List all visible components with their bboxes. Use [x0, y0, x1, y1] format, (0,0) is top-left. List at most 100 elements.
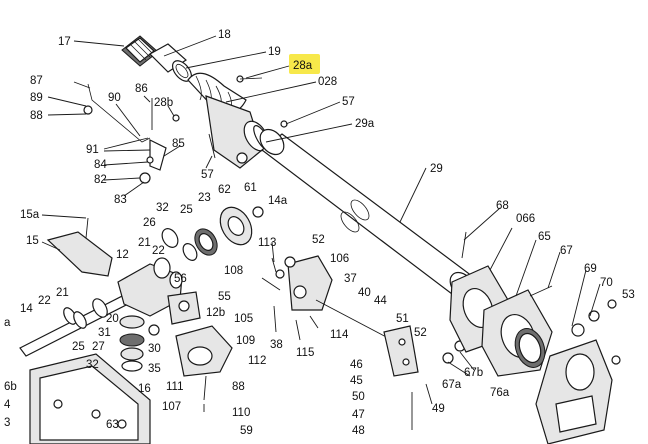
- label-69: 69: [584, 263, 597, 275]
- label-62: 62: [218, 184, 231, 196]
- label-70: 70: [600, 277, 613, 289]
- label-57b: 57: [201, 169, 214, 181]
- part-44-rod: [315, 299, 393, 341]
- label-61: 61: [244, 182, 257, 194]
- part-26-bushing: [161, 228, 179, 248]
- label-52b: 52: [414, 327, 427, 339]
- label-59: 59: [240, 425, 253, 437]
- part-drawings: [19, 35, 621, 444]
- label-23: 23: [198, 192, 211, 204]
- label-86: 86: [135, 83, 148, 95]
- label-25b: 25: [72, 341, 85, 353]
- label-109: 109: [236, 335, 255, 347]
- label-112: 112: [248, 355, 266, 367]
- label-91: 91: [86, 144, 99, 156]
- label-6b: 6b: [4, 381, 17, 393]
- label-15: 15: [26, 235, 39, 247]
- label-46: 46: [350, 359, 363, 371]
- label-32a: 32: [156, 202, 169, 214]
- label-27: 27: [92, 341, 105, 353]
- label-a: a: [4, 317, 11, 329]
- label-87: 87: [30, 75, 43, 87]
- label-107: 107: [162, 401, 181, 413]
- label-12: 12: [116, 249, 129, 261]
- label-35: 35: [148, 363, 161, 375]
- label-55: 55: [218, 291, 231, 303]
- label-49: 49: [432, 403, 445, 415]
- label-47: 47: [352, 409, 365, 421]
- part-76a-spout: [535, 339, 613, 444]
- part-31-gear-stack: [119, 315, 145, 372]
- label-14a: 14a: [268, 195, 288, 207]
- leader-lines: [41, 35, 601, 377]
- label-44: 44: [374, 295, 387, 307]
- label-21b: 21: [56, 287, 69, 299]
- highlight-28a: [289, 54, 320, 74]
- label-12b: 12b: [206, 307, 225, 319]
- label-51: 51: [396, 313, 409, 325]
- label-29: 29: [430, 163, 443, 175]
- part-87-lever: [87, 83, 151, 143]
- label-113: 113: [258, 237, 276, 249]
- label-37: 37: [344, 273, 357, 285]
- label-30: 30: [148, 343, 161, 355]
- label-53: 53: [622, 289, 635, 301]
- label-67b: 67b: [464, 367, 483, 379]
- frame-rail: [29, 353, 151, 444]
- label-21a: 21: [138, 237, 151, 249]
- label-105: 105: [234, 313, 253, 325]
- label-67a: 67a: [442, 379, 462, 391]
- label-85: 85: [172, 138, 185, 150]
- part-65-housing: [481, 289, 553, 377]
- part-17-coupling-nut: [121, 35, 159, 67]
- label-89: 89: [30, 92, 43, 104]
- label-45: 45: [350, 375, 363, 387]
- label-18: 18: [218, 29, 231, 41]
- label-40: 40: [358, 287, 371, 299]
- label-65: 65: [538, 231, 551, 243]
- part-elbow-housing: [205, 95, 263, 169]
- label-82: 82: [94, 174, 107, 186]
- label-57a: 57: [342, 96, 355, 108]
- label-22a: 22: [152, 245, 165, 257]
- label-14: 14: [20, 303, 33, 315]
- label-29a: 29a: [355, 118, 375, 130]
- label-67: 67: [560, 245, 573, 257]
- label-25a: 25: [180, 204, 193, 216]
- label-114: 114: [330, 329, 349, 341]
- label-066: 066: [516, 213, 535, 225]
- label-31: 31: [98, 327, 111, 339]
- label-115: 115: [296, 347, 314, 359]
- label-50: 50: [352, 391, 365, 403]
- label-63: 63: [106, 419, 119, 431]
- label-20: 20: [106, 313, 119, 325]
- label-56: 56: [174, 273, 187, 285]
- part-15-bracket: [46, 231, 113, 277]
- label-83: 83: [114, 194, 127, 206]
- label-19: 19: [268, 46, 281, 58]
- label-17: 17: [58, 36, 71, 48]
- label-3: 3: [4, 417, 10, 429]
- label-90: 90: [108, 92, 121, 104]
- label-110: 110: [232, 407, 250, 419]
- label-15a: 15a: [20, 209, 40, 221]
- label-52a: 52: [312, 234, 325, 246]
- label-22b: 22: [38, 295, 51, 307]
- label-76a: 76a: [490, 387, 510, 399]
- label-106: 106: [330, 253, 349, 265]
- label-88a: 88: [30, 110, 43, 122]
- label-16: 16: [138, 383, 151, 395]
- label-84: 84: [94, 159, 107, 171]
- label-48: 48: [352, 425, 365, 437]
- part-62-gear: [219, 206, 253, 246]
- label-4: 4: [4, 399, 11, 411]
- label-88b: 88: [232, 381, 245, 393]
- label-32b: 32: [86, 359, 99, 371]
- label-38: 38: [270, 339, 283, 351]
- part-labels: 17 18 19 28a 028 87 89 88 90 86 28b 57 2…: [4, 29, 635, 437]
- label-028: 028: [318, 76, 337, 88]
- label-26: 26: [143, 217, 156, 229]
- label-68: 68: [496, 200, 509, 212]
